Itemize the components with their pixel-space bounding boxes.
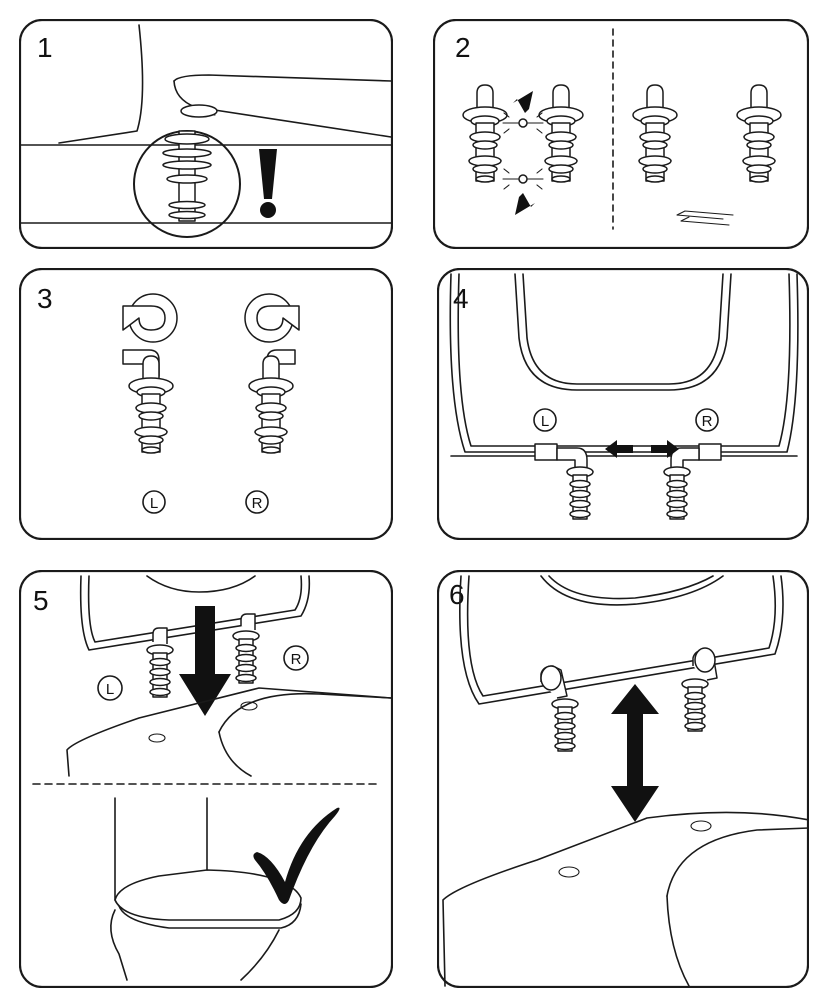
left-label: L — [533, 408, 557, 432]
installed-toilet-illustration — [110, 797, 302, 981]
left-hinge-post — [540, 665, 579, 752]
right-label-text: R — [702, 413, 713, 430]
step-5-panel: 5 L R — [19, 570, 393, 988]
right-hinge-sliding — [663, 443, 722, 520]
warning-exclamation-icon — [259, 149, 277, 218]
right-label: R — [695, 408, 719, 432]
right-label-text: R — [252, 495, 263, 512]
right-label: R — [283, 645, 309, 671]
step-number: 6 — [449, 579, 465, 610]
left-hinge-top-view — [122, 293, 178, 343]
toilet-side-illustration — [19, 24, 392, 224]
seat-lowering-illustration — [79, 575, 311, 698]
right-hinge-top-view — [244, 293, 300, 343]
panel-frame — [19, 570, 393, 988]
left-hinge-post — [122, 349, 174, 454]
separated-hinge-posts — [632, 84, 782, 226]
seat-underside-outline — [459, 575, 784, 705]
arrow-icon — [179, 606, 231, 716]
left-label: L — [142, 490, 166, 514]
joined-hinge-posts — [462, 84, 584, 190]
panel-frame — [433, 19, 809, 249]
arrow-icon — [605, 440, 679, 458]
hinge-detail-magnifier — [133, 130, 241, 238]
panel-frame — [437, 268, 809, 540]
panel-frame — [19, 268, 393, 540]
step-6-panel: 6 — [437, 570, 809, 988]
panel-frame — [437, 570, 809, 988]
step-2-panel: 2 — [433, 19, 809, 249]
panel-frame — [19, 19, 393, 249]
step-1-panel: 1 — [19, 19, 393, 249]
seat-underside-outline — [449, 273, 799, 457]
step-number: 3 — [37, 283, 53, 314]
arrow-icon — [611, 684, 659, 822]
step-number: 5 — [33, 585, 49, 616]
left-label-text: L — [541, 413, 549, 430]
step-number: 4 — [453, 283, 469, 314]
toilet-bowl-top — [66, 687, 392, 777]
right-label: R — [245, 490, 269, 514]
step-number: 2 — [455, 32, 471, 63]
right-hinge-post — [248, 349, 296, 454]
arrow-icon — [513, 91, 535, 215]
left-hinge-sliding — [534, 443, 594, 520]
step-number: 1 — [37, 32, 53, 63]
right-label-text: R — [291, 651, 302, 668]
step-3-panel: 3 L R — [19, 268, 393, 540]
left-label-text: L — [106, 681, 114, 698]
step-4-panel: 4 L R — [437, 268, 809, 540]
checkmark-icon — [253, 807, 340, 904]
left-label-text: L — [150, 495, 158, 512]
right-hinge-post — [681, 647, 718, 732]
left-label: L — [97, 675, 123, 701]
toilet-bowl-top — [442, 811, 809, 987]
